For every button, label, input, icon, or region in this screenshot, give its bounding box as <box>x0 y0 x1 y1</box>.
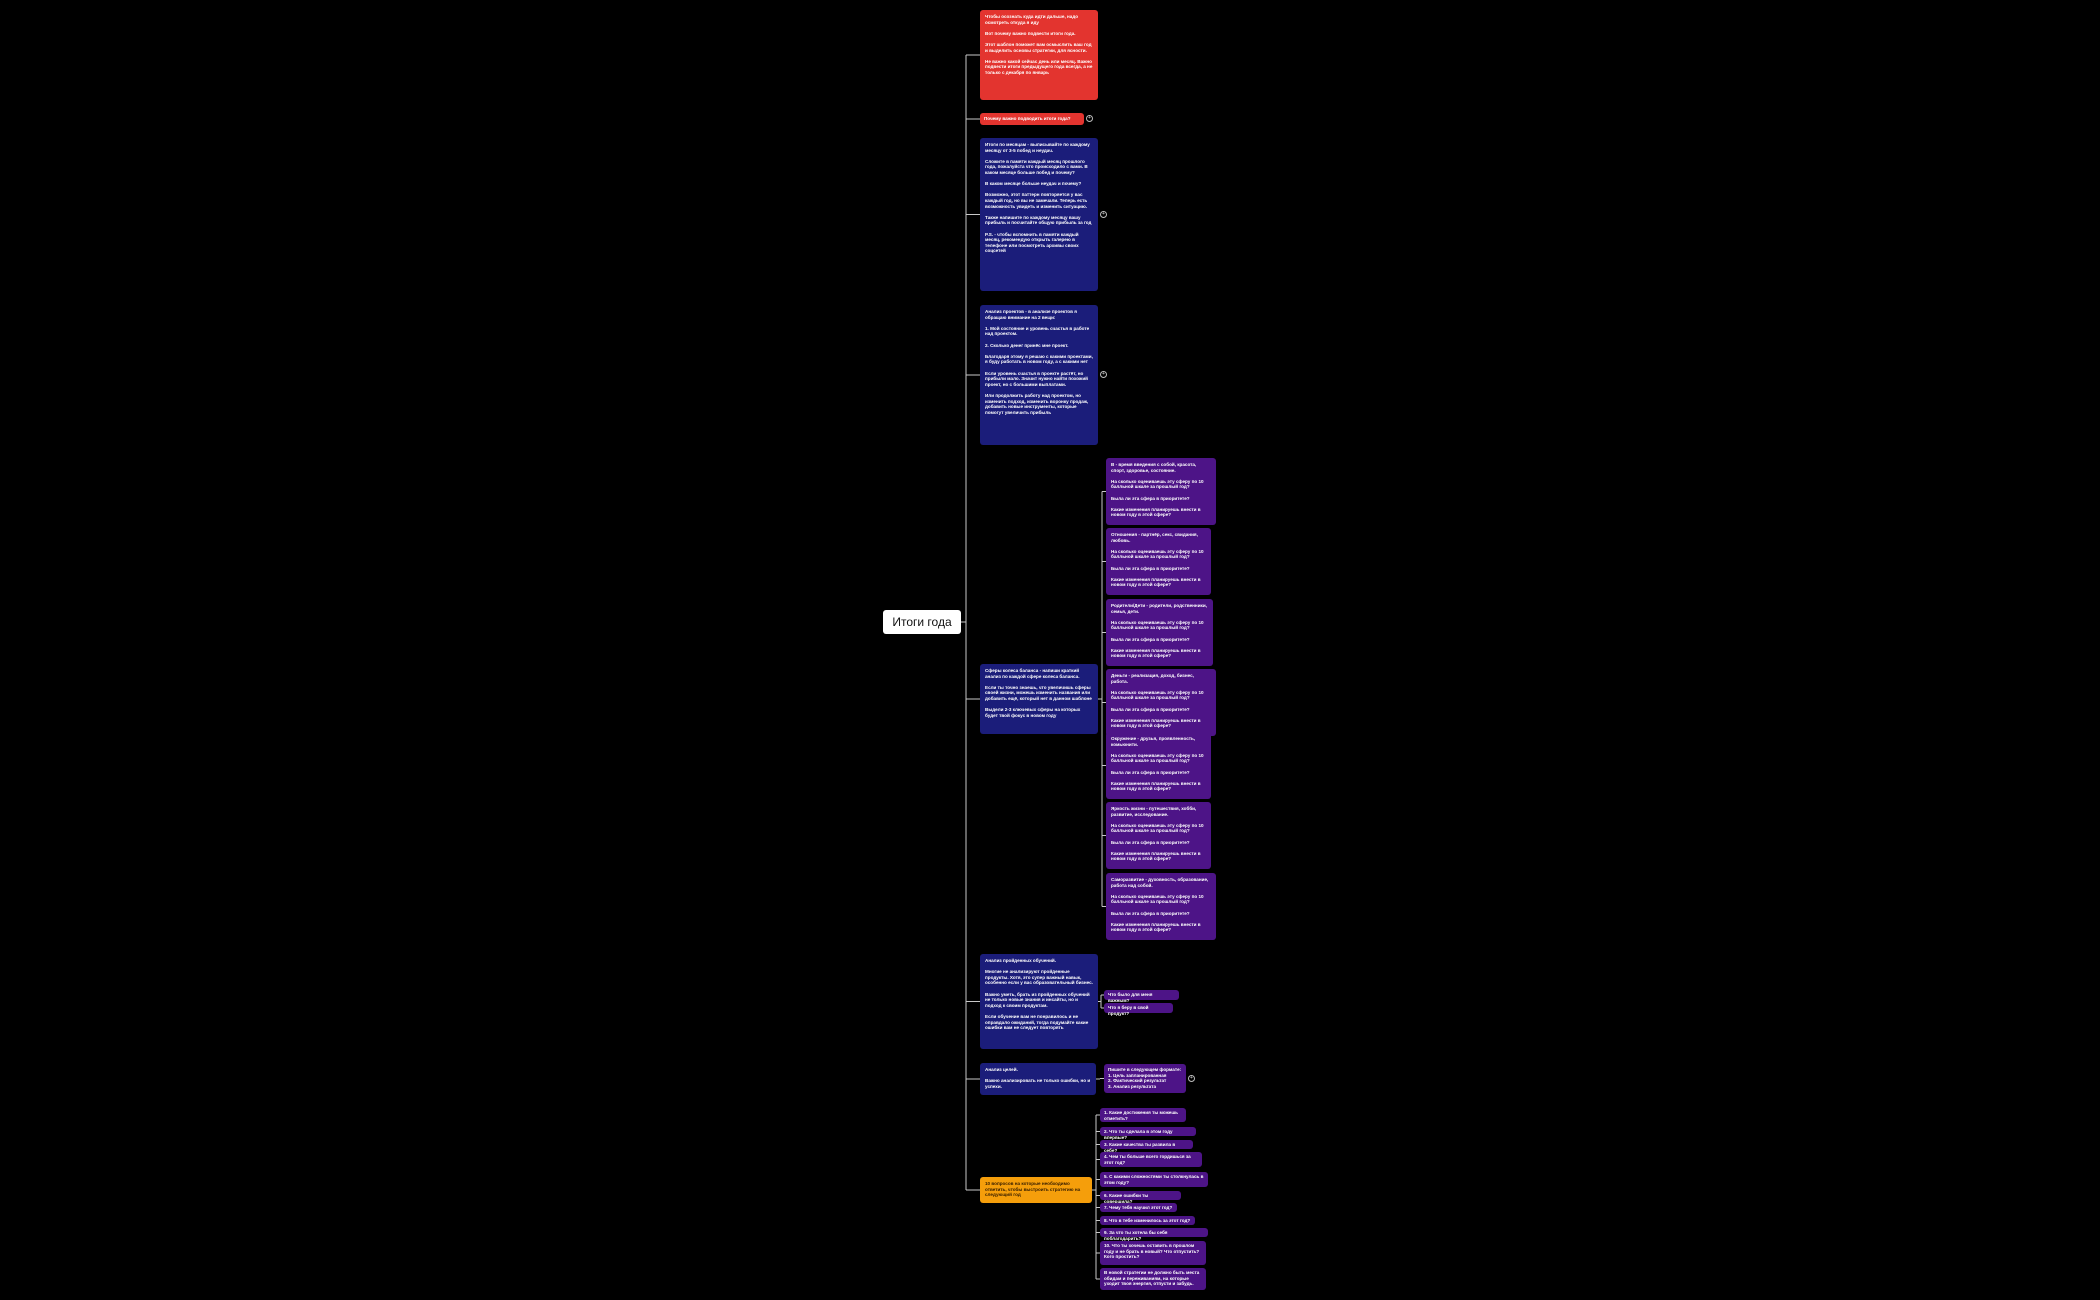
branch-why-summarize[interactable]: Почему важно подводить итоги года? <box>980 113 1084 125</box>
question-node-5[interactable]: 5. С какими сложностями ты столкнулась в… <box>1100 1172 1208 1187</box>
branch-training-analysis[interactable]: Анализ пройденных обучений. Многие не ан… <box>980 954 1098 1049</box>
collapse-toggle-icon[interactable]: + <box>1100 211 1107 218</box>
question-node-6[interactable]: 6. Какие ошибки ты совершила? <box>1100 1191 1181 1204</box>
branch-project-analysis[interactable]: Анализ проектов - в анализе проектов я о… <box>980 305 1098 445</box>
training-question-product[interactable]: Что я беру в свой продукт? <box>1104 1003 1173 1016</box>
sphere-node-self-development[interactable]: Саморазвитие - духовность, образование, … <box>1106 873 1216 940</box>
question-node-7[interactable]: 7. Чему тебя научил этот год? <box>1100 1203 1177 1212</box>
question-node-note[interactable]: В новой стратегии не должно быть места о… <box>1100 1268 1206 1290</box>
goals-format-node[interactable]: Пишите в следующем формате: 1. Цель запл… <box>1104 1064 1186 1093</box>
sphere-node-brightness[interactable]: Яркость жизни - путешествия, хобби, разв… <box>1106 802 1211 869</box>
sphere-node-environment[interactable]: Окружение - друзья, проявленность, комью… <box>1106 732 1211 799</box>
question-node-1[interactable]: 1. Какие достижения ты можешь отметить? <box>1100 1108 1186 1122</box>
branch-ten-questions[interactable]: 10 вопросов на которые необходимо ответи… <box>980 1177 1092 1203</box>
question-node-3[interactable]: 3. Какие качества ты развила в себе? <box>1100 1140 1193 1153</box>
branch-intro[interactable]: Чтобы осознать куда идти дальше, надо ос… <box>980 10 1098 100</box>
question-node-2[interactable]: 2. Что ты сделала в этом году впервые? <box>1100 1127 1196 1140</box>
branch-monthly-results[interactable]: Итоги по месяцам - выписывайте по каждом… <box>980 138 1098 291</box>
question-node-8[interactable]: 8. Что в тебе изменилось за этот год? <box>1100 1216 1195 1225</box>
sphere-node-money[interactable]: Деньги - реализация, доход, бизнес, рабо… <box>1106 669 1216 736</box>
collapse-toggle-icon[interactable]: + <box>1086 115 1093 122</box>
training-question-important[interactable]: Что было для меня важным? <box>1104 990 1179 1003</box>
question-node-4[interactable]: 4. Чем ты больше всего гордишься за этот… <box>1100 1152 1202 1167</box>
branch-goals-analysis[interactable]: Анализ целей. Важно анализировать не тол… <box>980 1063 1096 1095</box>
branch-balance-wheel[interactable]: Сферы колеса баланса - напиши краткий ан… <box>980 664 1098 734</box>
root-node[interactable]: Итоги года <box>883 610 961 634</box>
collapse-toggle-icon[interactable]: + <box>1188 1075 1195 1082</box>
sphere-node-body[interactable]: В - время введения с собой, красота, спо… <box>1106 458 1216 525</box>
sphere-node-family[interactable]: Родители/Дети - родители, родственники, … <box>1106 599 1213 666</box>
collapse-toggle-icon[interactable]: + <box>1100 371 1107 378</box>
question-node-10[interactable]: 10. Что ты хочешь оставить в прошлом год… <box>1100 1241 1206 1265</box>
question-node-9[interactable]: 9. За что ты хотела бы себя поблагодарит… <box>1100 1228 1208 1241</box>
sphere-node-relationships[interactable]: Отношения - партнёр, секс, свидания, люб… <box>1106 528 1211 595</box>
